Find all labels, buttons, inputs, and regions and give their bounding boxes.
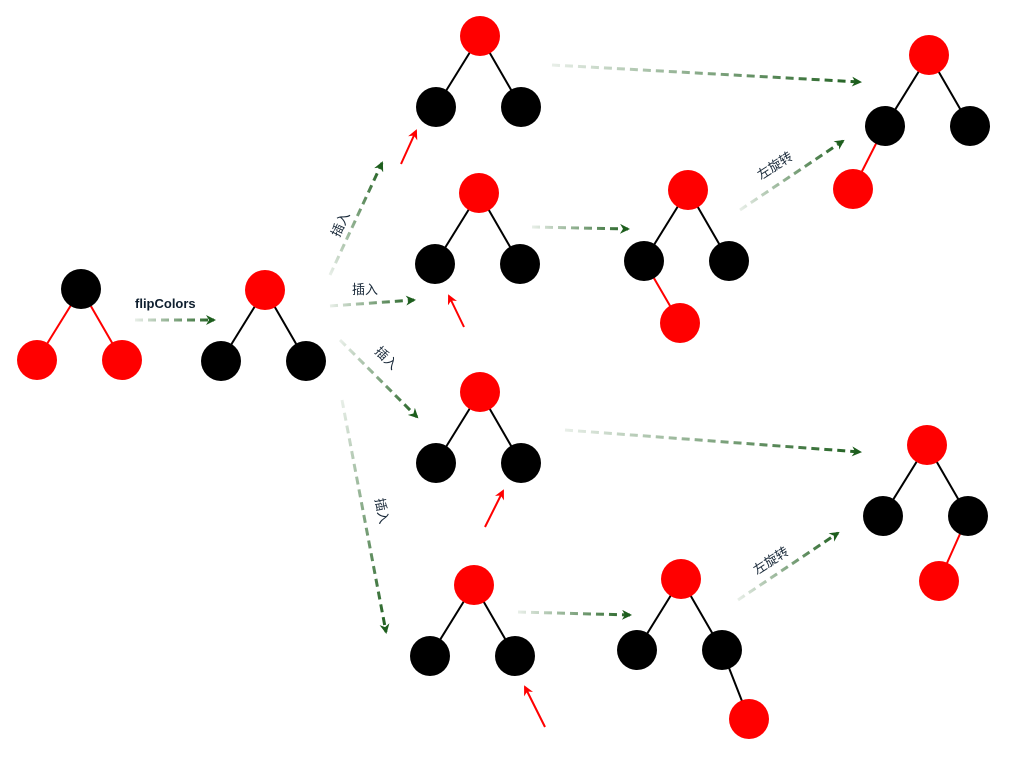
black-node <box>500 244 540 284</box>
rotate-left-label: 左旋转 <box>751 545 792 579</box>
black-node <box>61 269 101 309</box>
black-node <box>948 496 988 536</box>
black-node <box>415 244 455 284</box>
red-node <box>102 340 142 380</box>
red-node <box>459 173 499 213</box>
red-node <box>460 372 500 412</box>
rotate-left-arrow <box>739 139 845 212</box>
black-node <box>709 241 749 281</box>
black-node <box>416 443 456 483</box>
tree-insert-right-right <box>410 565 546 728</box>
black-node <box>863 496 903 536</box>
tree-intermediate-2 <box>617 559 769 739</box>
red-node <box>729 699 769 739</box>
insert-arrow <box>329 295 416 308</box>
insert-arrow <box>328 161 384 276</box>
insert-position-arrow <box>400 129 418 165</box>
tree-insert-left-right <box>415 173 540 328</box>
rotate-left-arrow <box>737 531 840 602</box>
transition-arrow <box>531 223 630 234</box>
red-node <box>833 169 873 209</box>
red-node <box>907 425 947 465</box>
tree-initial <box>17 269 142 380</box>
insert-transitions: 插入 插入 插入 插入 <box>328 161 419 634</box>
transition-arrow <box>564 428 862 457</box>
tree-result-1 <box>833 35 990 209</box>
insert-position-arrow <box>524 685 546 728</box>
rotate-left-transition: 左旋转 <box>739 139 845 212</box>
black-node <box>495 636 535 676</box>
tree-flipped <box>201 270 326 381</box>
black-node <box>201 341 241 381</box>
tree-insert-right-left <box>416 372 541 528</box>
transition-arrow <box>517 609 632 620</box>
insert-label: 插入 <box>371 344 400 373</box>
insert-position-arrow <box>484 489 504 528</box>
black-node <box>624 241 664 281</box>
black-node <box>617 630 657 670</box>
black-node <box>950 106 990 146</box>
flip-colors-label: flipColors <box>135 296 196 311</box>
insert-label: 插入 <box>352 283 378 298</box>
insert-arrow <box>340 399 390 634</box>
black-node <box>501 87 541 127</box>
red-node <box>919 561 959 601</box>
red-node <box>17 340 57 380</box>
rotate-left-transition: 左旋转 <box>737 531 840 602</box>
red-node <box>660 303 700 343</box>
transition-arrow <box>551 63 862 87</box>
black-node <box>501 443 541 483</box>
flip-colors-transition: flipColors <box>135 296 216 325</box>
red-node <box>245 270 285 310</box>
insert-label: 插入 <box>371 497 391 525</box>
insert-arrow <box>338 338 419 419</box>
insert-position-arrow <box>447 294 465 328</box>
red-node <box>909 35 949 75</box>
red-node <box>460 16 500 56</box>
tree-intermediate-1 <box>624 170 749 343</box>
black-node <box>702 630 742 670</box>
black-node <box>865 106 905 146</box>
red-node <box>454 565 494 605</box>
black-node <box>410 636 450 676</box>
tree-insert-left-left <box>400 16 541 165</box>
black-node <box>286 341 326 381</box>
red-node <box>668 170 708 210</box>
black-node <box>416 87 456 127</box>
red-node <box>661 559 701 599</box>
tree-result-2 <box>863 425 988 601</box>
